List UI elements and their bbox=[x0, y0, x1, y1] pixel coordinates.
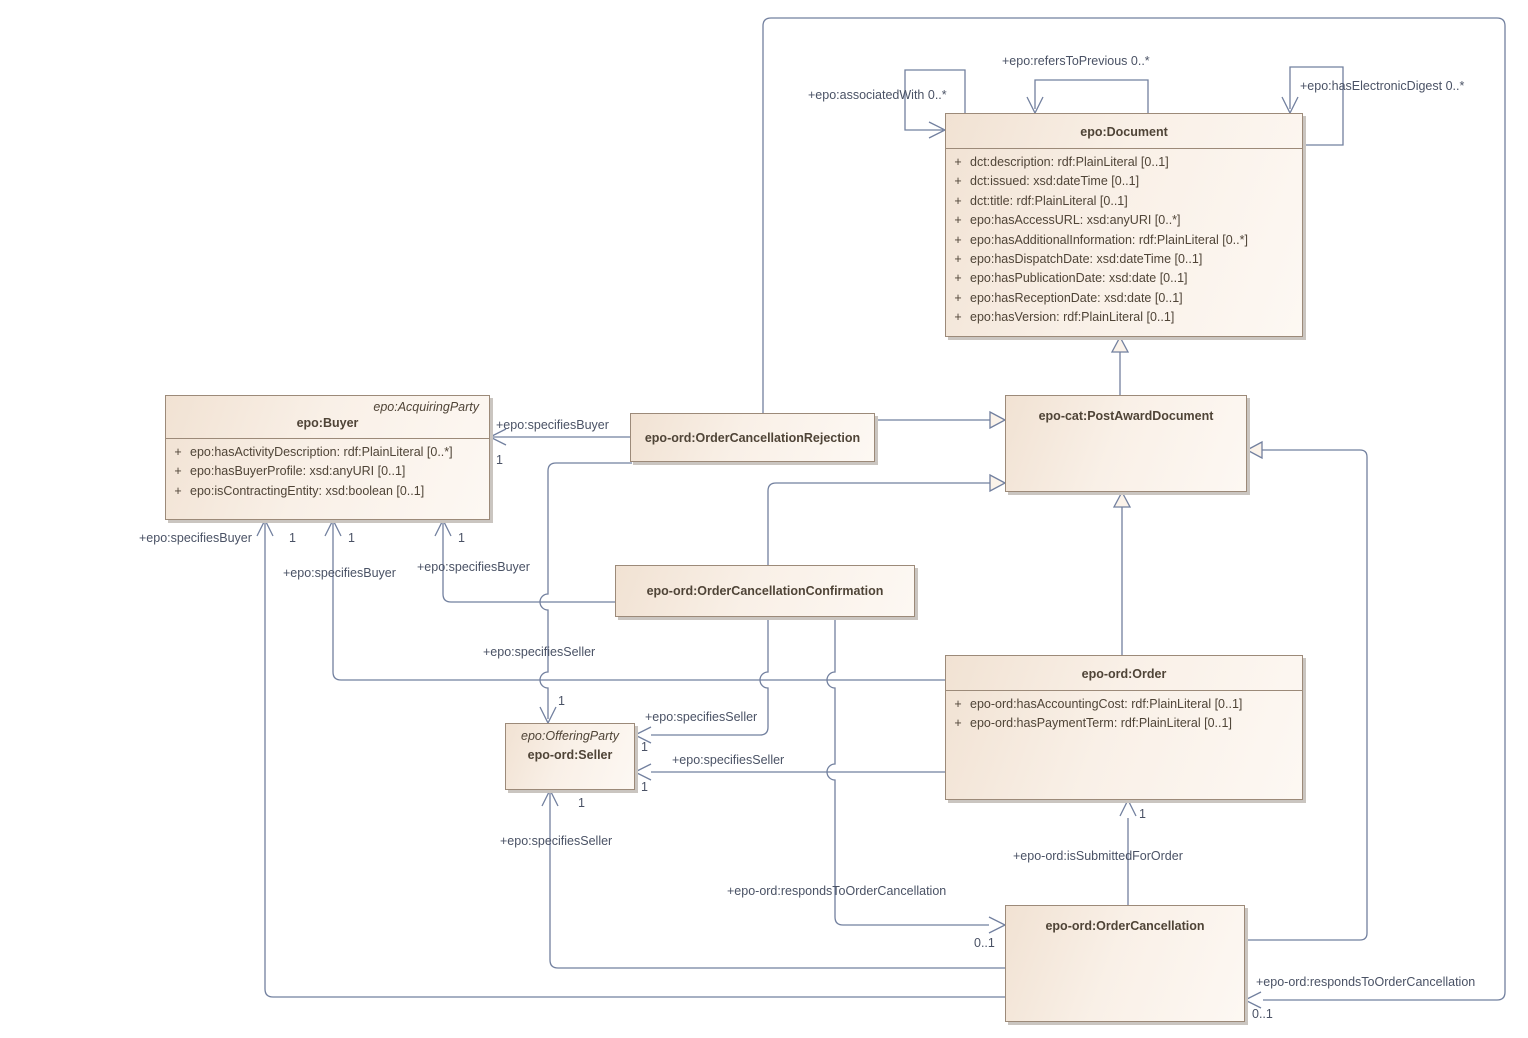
edge-label-specifies-seller-confirmation: +epo:specifiesSeller bbox=[645, 710, 758, 724]
attribute-row: +dct:issued: xsd:dateTime [0..1] bbox=[954, 174, 1140, 189]
edge-label-responds-rejection: +epo-ord:respondsToOrderCancellation bbox=[1256, 975, 1476, 989]
open-arrow-icon bbox=[256, 518, 274, 537]
attribute-row: +epo:hasAccessURL: xsd:anyURI [0..*] bbox=[954, 213, 1181, 228]
class-title: epo-ord:OrderCancellationConfirmation bbox=[646, 584, 884, 598]
class-title: epo:Buyer bbox=[296, 416, 359, 430]
edge-label-refers-to-previous: +epo:refersToPrevious 0..* bbox=[1002, 54, 1150, 68]
edge-associated-with bbox=[904, 69, 966, 131]
edge-mult-confirmation-seller: 1 bbox=[641, 740, 648, 754]
attribute-row: +dct:title: rdf:PlainLiteral [0..1] bbox=[954, 193, 1128, 208]
class-title: epo-ord:OrderCancellationRejection bbox=[644, 430, 861, 445]
edge-refers-to-previous bbox=[1034, 79, 1149, 113]
edge-cancellation-specifies-seller bbox=[549, 792, 1005, 969]
edge-has-electronic-digest bbox=[1289, 66, 1344, 146]
edge-mult-is-submitted-for-order: 1 bbox=[1139, 807, 1146, 821]
edge-cancellation-specifies-buyer bbox=[264, 522, 1005, 998]
class-buyer[interactable]: epo:AcquiringParty epo:Buyer +epo:hasAct… bbox=[165, 395, 490, 520]
compartment-separator bbox=[946, 148, 1302, 149]
generalization-arrowhead-icon bbox=[1110, 335, 1130, 353]
edge-mult-cancellation-seller: 1 bbox=[578, 796, 585, 810]
attribute-row: +epo:hasReceptionDate: xsd:date [0..1] bbox=[954, 290, 1183, 305]
open-arrow-icon bbox=[633, 763, 652, 781]
edge-mult-order-buyer: 1 bbox=[348, 531, 355, 545]
class-order[interactable]: epo-ord:Order +epo-ord:hasAccountingCost… bbox=[945, 655, 1303, 800]
open-arrow-icon bbox=[633, 726, 652, 744]
generalization-arrowhead-icon bbox=[989, 473, 1007, 493]
edge-mult-confirmation-buyer: 1 bbox=[458, 531, 465, 545]
class-title: epo-ord:OrderCancellation bbox=[1045, 919, 1205, 933]
class-stereotype: epo:AcquiringParty bbox=[373, 400, 479, 414]
edge-order-specifies-buyer bbox=[332, 522, 945, 681]
edge-label-specifies-buyer-rejection: +epo:specifiesBuyer bbox=[496, 418, 609, 432]
attribute-row: +epo:hasDispatchDate: xsd:dateTime [0..1… bbox=[954, 252, 1203, 267]
class-order-cancellation-rejection[interactable]: epo-ord:OrderCancellationRejection bbox=[630, 413, 875, 462]
class-title: epo-ord:Order bbox=[1081, 667, 1167, 681]
edge-gen-cancellation-to-pad bbox=[1245, 449, 1368, 941]
edge-label-specifies-seller-order: +epo:specifiesSeller bbox=[672, 753, 785, 767]
attribute-row: +epo:hasPublicationDate: xsd:date [0..1] bbox=[954, 271, 1188, 286]
edge-confirmation-specifies-seller bbox=[651, 617, 769, 736]
class-title: epo-ord:Seller bbox=[527, 748, 613, 762]
compartment-separator bbox=[946, 690, 1302, 691]
class-post-award-document[interactable]: epo-cat:PostAwardDocument bbox=[1005, 395, 1247, 492]
attribute-row: +epo:hasAdditionalInformation: rdf:Plain… bbox=[954, 232, 1248, 247]
edge-label-specifies-seller-cancellation: +epo:specifiesSeller bbox=[500, 834, 613, 848]
attribute-row: +epo:hasActivityDescription: rdf:PlainLi… bbox=[174, 445, 453, 459]
generalization-arrowhead-icon bbox=[1112, 490, 1132, 508]
edge-mult-responds-rejection: 0..1 bbox=[1252, 1007, 1273, 1021]
attribute-row: +epo:hasBuyerProfile: xsd:anyURI [0..1] bbox=[174, 464, 406, 479]
edge-label-responds-confirmation: +epo-ord:respondsToOrderCancellation bbox=[727, 884, 947, 898]
edge-label-specifies-buyer-order: +epo:specifiesBuyer bbox=[283, 566, 396, 580]
edge-gen-confirmation-to-pad bbox=[767, 482, 990, 565]
edge-label-specifies-buyer-confirmation: +epo:specifiesBuyer bbox=[417, 560, 530, 574]
open-arrow-icon bbox=[1243, 991, 1262, 1009]
open-arrow-icon bbox=[488, 428, 507, 446]
generalization-arrowhead-icon bbox=[1245, 440, 1263, 460]
open-arrow-icon bbox=[434, 518, 452, 537]
edge-label-specifies-seller-rejection: +epo:specifiesSeller bbox=[483, 645, 596, 659]
edge-label-specifies-buyer-cancellation: +epo:specifiesBuyer bbox=[139, 531, 252, 545]
generalization-arrowhead-icon bbox=[989, 410, 1007, 430]
open-arrow-icon bbox=[988, 916, 1007, 934]
class-seller[interactable]: epo:OfferingParty epo-ord:Seller bbox=[505, 723, 635, 790]
attribute-row: +epo-ord:hasAccountingCost: rdf:PlainLit… bbox=[954, 697, 1243, 711]
class-title: epo-cat:PostAwardDocument bbox=[1038, 409, 1214, 423]
class-order-cancellation[interactable]: epo-ord:OrderCancellation bbox=[1005, 905, 1245, 1022]
open-arrow-icon bbox=[324, 518, 342, 537]
edge-mult-rejection-seller: 1 bbox=[558, 694, 565, 708]
edge-rejection-responds-to-cancellation bbox=[762, 17, 1506, 1001]
edge-mult-order-seller: 1 bbox=[641, 780, 648, 794]
edge-confirmation-responds-to-cancellation bbox=[826, 617, 989, 926]
edge-mult-cancellation-buyer: 1 bbox=[289, 531, 296, 545]
edge-label-has-electronic-digest: +epo:hasElectronicDigest 0..* bbox=[1300, 79, 1465, 93]
edge-confirmation-specifies-buyer bbox=[442, 522, 615, 603]
open-arrow-icon bbox=[541, 788, 559, 807]
open-arrow-icon bbox=[1119, 798, 1137, 817]
class-title: epo:Document bbox=[1080, 125, 1168, 139]
class-document[interactable]: epo:Document +dct:description: rdf:Plain… bbox=[945, 113, 1303, 337]
attribute-row: +epo:hasVersion: rdf:PlainLiteral [0..1] bbox=[954, 310, 1175, 325]
edge-label-is-submitted-for-order: +epo-ord:isSubmittedForOrder bbox=[1013, 849, 1183, 863]
class-order-cancellation-confirmation[interactable]: epo-ord:OrderCancellationConfirmation bbox=[615, 565, 915, 617]
class-stereotype: epo:OfferingParty bbox=[521, 729, 619, 743]
attribute-row: +dct:description: rdf:PlainLiteral [0..1… bbox=[954, 155, 1169, 169]
attribute-row: +epo:isContractingEntity: xsd:boolean [0… bbox=[174, 483, 425, 498]
compartment-separator bbox=[166, 438, 489, 439]
edge-mult-rejection-buyer: 1 bbox=[496, 453, 503, 467]
attribute-row: +epo-ord:hasPaymentTerm: rdf:PlainLitera… bbox=[954, 716, 1232, 731]
edge-label-associated-with: +epo:associatedWith 0..* bbox=[808, 88, 947, 102]
edge-mult-responds-confirmation: 0..1 bbox=[974, 936, 995, 950]
edge-rejection-specifies-seller bbox=[539, 462, 632, 719]
